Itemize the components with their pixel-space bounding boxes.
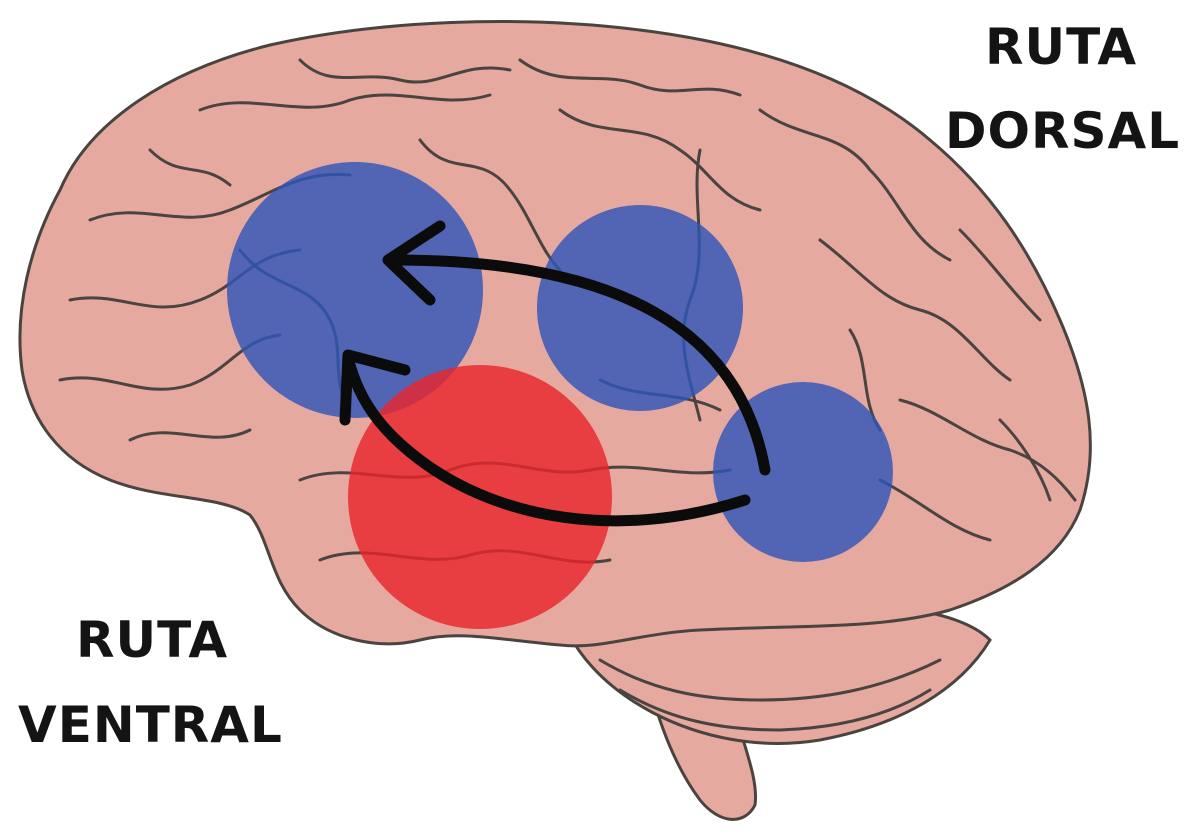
ventral-pathway-label-line1: RUTA — [76, 615, 228, 665]
dorsal-pathway-label-line1: RUTA — [985, 22, 1137, 72]
dorsal-pathway-label-line2: DORSAL — [945, 106, 1180, 156]
ventral-pathway-label-line2: VENTRAL — [18, 700, 283, 750]
